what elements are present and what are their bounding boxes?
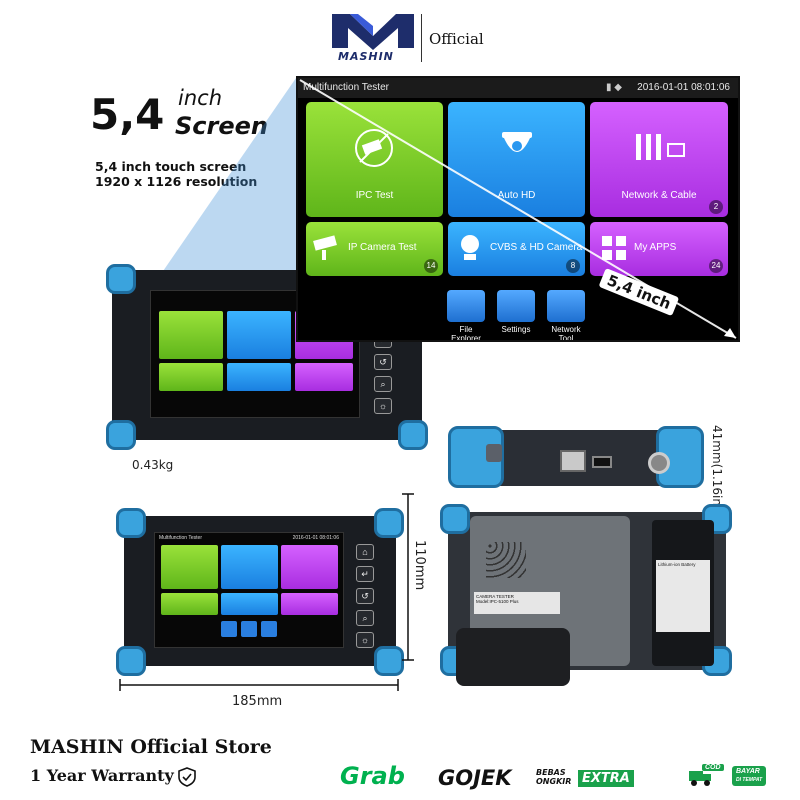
camera-icon xyxy=(355,129,393,167)
dock-settings[interactable]: Settings xyxy=(494,290,538,334)
mashin-logo-icon xyxy=(332,14,414,50)
dock-network-tool[interactable]: Network Tool xyxy=(544,290,588,340)
tile-ipc-test[interactable]: IPC Test xyxy=(306,102,443,217)
screen-spec: 5,4 inch touch screen 1920 x 1126 resolu… xyxy=(95,159,257,189)
bumper-corner xyxy=(106,420,136,450)
ptz-camera-icon xyxy=(461,235,479,260)
tile-ip-camera-test[interactable]: IP Camera Test 14 xyxy=(306,222,443,276)
speaker-grille xyxy=(486,542,526,578)
brand-name: MASHIN xyxy=(338,50,394,63)
battery-icon: ▮ ◆ xyxy=(606,82,622,93)
side-button: ☼ xyxy=(374,398,392,414)
bumper-corner xyxy=(398,420,428,450)
device-screen xyxy=(150,290,360,418)
shield-check-icon xyxy=(178,767,196,787)
ip-camera-icon xyxy=(313,235,337,260)
truck-icon xyxy=(689,771,711,786)
tile-cvbs-hd-camera[interactable]: CVBS & HD Camera 8 xyxy=(448,222,585,276)
grab-logo: Grab xyxy=(340,762,405,790)
width-label: 185mm xyxy=(232,694,283,709)
bnc-port-icon xyxy=(648,452,670,474)
bayar-badge: BAYAR DI TEMPAT xyxy=(732,766,767,786)
brand-divider xyxy=(421,14,422,62)
screen-size-unit: inch xyxy=(178,86,222,110)
network-tool-icon xyxy=(547,290,585,322)
strap-pouch xyxy=(456,628,570,686)
side-button: ⌕ xyxy=(374,376,392,392)
folder-icon xyxy=(447,290,485,322)
bumper-corner xyxy=(106,264,136,294)
tile-label: CVBS & HD Camera xyxy=(490,242,583,253)
store-name: MASHIN Official Store xyxy=(30,736,272,758)
dome-camera-icon xyxy=(502,132,532,152)
tile-label: IP Camera Test xyxy=(348,242,417,253)
apps-icon xyxy=(602,236,626,260)
bebas-ongkir-logo: BEBAS ONGKIR xyxy=(536,768,572,786)
weight-label: 0.43kg xyxy=(132,458,174,472)
gojek-logo: GOJEK xyxy=(438,766,512,790)
enter-button-icon: ↵ xyxy=(356,566,374,582)
brand-header: MASHIN Official xyxy=(330,8,500,68)
network-cable-icon xyxy=(636,134,685,160)
tile-label: My APPS xyxy=(634,242,677,253)
brand-official-label: Official xyxy=(429,30,484,48)
light-button-icon: ☼ xyxy=(356,632,374,648)
tile-label: IPC Test xyxy=(355,190,394,201)
home-button-icon: ⌂ xyxy=(356,544,374,560)
status-bar: Multifunction Tester ▮ ◆ 2016-01-01 08:0… xyxy=(298,78,738,98)
tile-count: 2 xyxy=(709,200,723,214)
tile-label: Auto HD xyxy=(497,190,536,201)
hdmi-port-icon xyxy=(592,456,612,468)
warranty-text: 1 Year Warranty xyxy=(30,766,174,785)
tile-count: 24 xyxy=(709,259,723,273)
screen-size-value: 5,4 xyxy=(90,90,165,139)
gear-icon xyxy=(497,290,535,322)
tile-auto-hd[interactable]: Auto HD xyxy=(448,102,585,217)
cod-badge: COD xyxy=(702,764,724,771)
battery-pack: Lithium-ion Battery xyxy=(652,520,714,666)
zoom-button-icon: ⌕ xyxy=(356,610,374,626)
spec-line-touch: 5,4 inch touch screen xyxy=(95,159,247,174)
tile-label: Network & Cable xyxy=(621,190,697,201)
tile-count: 14 xyxy=(424,259,438,273)
status-datetime: 2016-01-01 08:01:06 xyxy=(637,82,730,93)
back-button-icon: ↺ xyxy=(356,588,374,604)
cod-bayar-di-tempat-logo: COD BAYAR DI TEMPAT xyxy=(688,764,780,790)
height-label: 110mm xyxy=(412,540,427,591)
extra-badge: EXTRA xyxy=(578,770,634,787)
tile-count: 8 xyxy=(566,259,580,273)
thickness-label: 41mm(1.16in) xyxy=(710,425,724,511)
spec-line-resolution: 1920 x 1126 resolution xyxy=(95,174,258,189)
screen-title: Multifunction Tester xyxy=(303,82,389,93)
tile-network-cable[interactable]: Network & Cable 2 xyxy=(590,102,728,217)
tile-my-apps[interactable]: My APPS 24 xyxy=(590,222,728,276)
device-screen: Multifunction Tester 2016-01-01 08:01:06 xyxy=(154,532,344,648)
side-button: ↺ xyxy=(374,354,392,370)
dock-file-explorer[interactable]: File Explorer xyxy=(444,290,488,340)
product-label: CAMERA TESTER Model:IPC-5100 Plus xyxy=(474,592,560,614)
ethernet-port-icon xyxy=(560,450,586,472)
screen-word: Screen xyxy=(175,112,268,140)
